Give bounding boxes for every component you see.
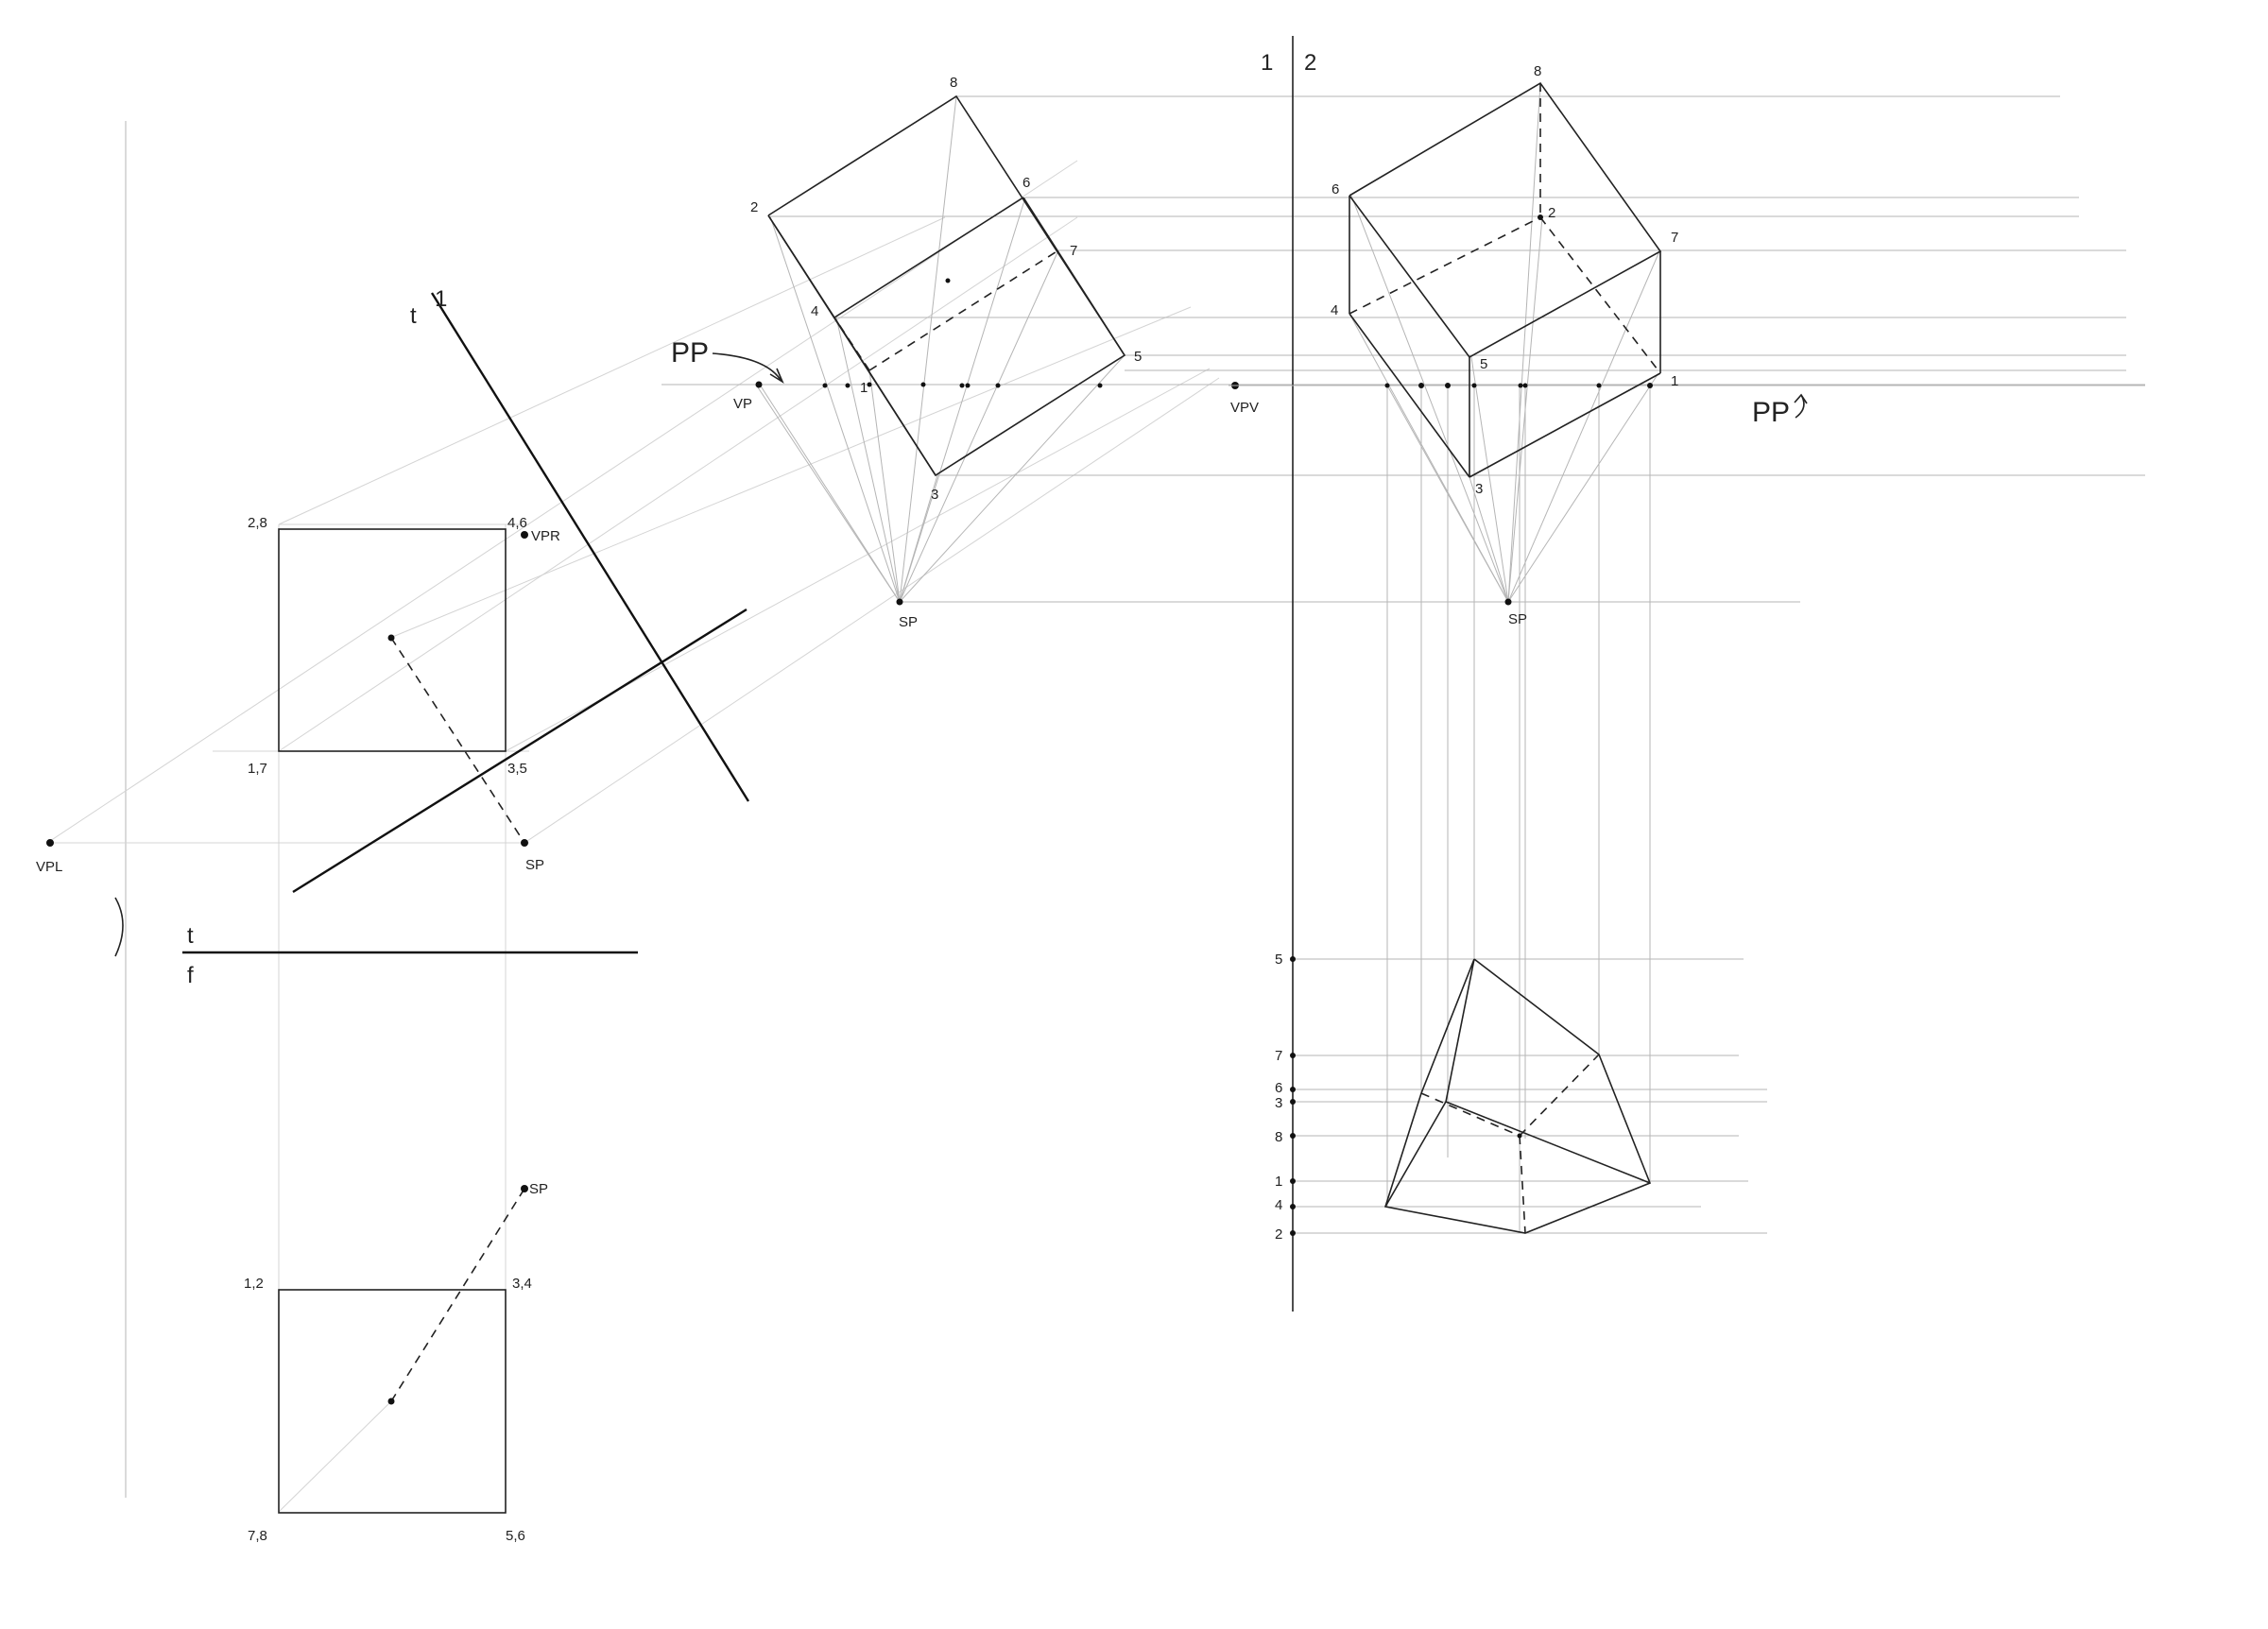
label-t-ground: t <box>187 923 194 949</box>
sight-line <box>292 608 747 894</box>
reference-axis: 1 2 <box>1261 36 1316 1312</box>
label-vpv: VPV <box>1230 400 1259 416</box>
label-r1: 1 <box>1671 373 1678 389</box>
label-vpr: VPR <box>531 528 560 544</box>
label-r8: 8 <box>1534 63 1541 79</box>
label-m2: 2 <box>750 199 758 215</box>
plan-square <box>278 528 507 752</box>
right-top-cube-view: PP SP 8 6 2 7 4 5 1 3 <box>1228 63 2145 627</box>
label-m5: 5 <box>1134 349 1142 365</box>
label-r2: 2 <box>1548 205 1555 221</box>
label-r3: 3 <box>1475 481 1483 497</box>
elevation-dashed-line <box>390 1188 525 1402</box>
label-1-top: 1 <box>435 286 447 312</box>
label-e4: 4 <box>1275 1197 1282 1213</box>
elevation-square <box>278 1289 507 1514</box>
label-axis-2: 2 <box>1304 50 1316 76</box>
label-m3: 3 <box>931 487 938 503</box>
middle-cube-view: PP VP VPV SP 8 6 2 7 4 5 1 3 <box>662 75 1259 630</box>
construction-lines <box>46 83 2145 1513</box>
vpr-point <box>521 531 528 539</box>
label-f-ground: f <box>187 963 194 988</box>
label-sp-middle: SP <box>899 614 918 630</box>
label-m1: 1 <box>860 380 868 396</box>
sp-point-left <box>521 839 528 847</box>
label-m8: 8 <box>950 75 957 91</box>
label-elev-3-4: 3,4 <box>512 1276 532 1292</box>
plan-dashed-line <box>390 637 525 844</box>
label-sp-elevation: SP <box>529 1181 548 1197</box>
left-elevation-view: 1,2 3,4 7,8 5,6 SP <box>244 1181 548 1544</box>
label-elev-1-2: 1,2 <box>244 1276 264 1292</box>
label-vpl: VPL <box>36 859 62 875</box>
label-e5: 5 <box>1275 952 1282 968</box>
label-e1: 1 <box>1275 1174 1282 1190</box>
label-elev-5-6: 5,6 <box>506 1528 525 1544</box>
picture-plane-line <box>430 292 750 802</box>
right-perspective-view: 5 7 6 3 8 1 4 2 <box>1275 952 1652 1243</box>
label-r7: 7 <box>1671 230 1678 246</box>
label-e8: 8 <box>1275 1129 1282 1145</box>
label-m7: 7 <box>1070 243 1077 259</box>
label-e6: 6 <box>1275 1080 1282 1096</box>
sp-point-right <box>1504 598 1512 606</box>
label-pp-middle: PP <box>671 337 709 369</box>
label-r6: 6 <box>1332 181 1339 197</box>
vpl-point <box>46 839 54 847</box>
label-e2: 2 <box>1275 1226 1282 1243</box>
pp-arrow <box>712 352 782 381</box>
label-t-top: t <box>410 303 417 329</box>
label-plan-1-7: 1,7 <box>248 761 267 777</box>
label-m6: 6 <box>1022 175 1030 191</box>
label-r4: 4 <box>1331 302 1338 318</box>
label-axis-1: 1 <box>1261 50 1273 76</box>
label-plan-2-8: 2,8 <box>248 515 267 531</box>
label-sp-left: SP <box>525 857 544 873</box>
sp-point-middle <box>896 598 903 606</box>
label-e3: 3 <box>1275 1095 1282 1111</box>
label-sp-right: SP <box>1508 611 1527 627</box>
label-vp: VP <box>733 396 752 412</box>
label-plan-4-6: 4,6 <box>507 515 527 531</box>
label-elev-7-8: 7,8 <box>248 1528 267 1544</box>
label-m4: 4 <box>811 303 818 319</box>
label-pp-right: PP <box>1752 397 1790 428</box>
left-plan-view: 2,8 4,6 1,7 3,5 VPR VPL SP t 1 t f <box>36 286 750 988</box>
label-e7: 7 <box>1275 1048 1282 1064</box>
break-mark <box>114 897 124 957</box>
sp-point-elevation <box>521 1185 528 1192</box>
label-plan-3-5: 3,5 <box>507 761 527 777</box>
label-r5: 5 <box>1480 356 1487 372</box>
